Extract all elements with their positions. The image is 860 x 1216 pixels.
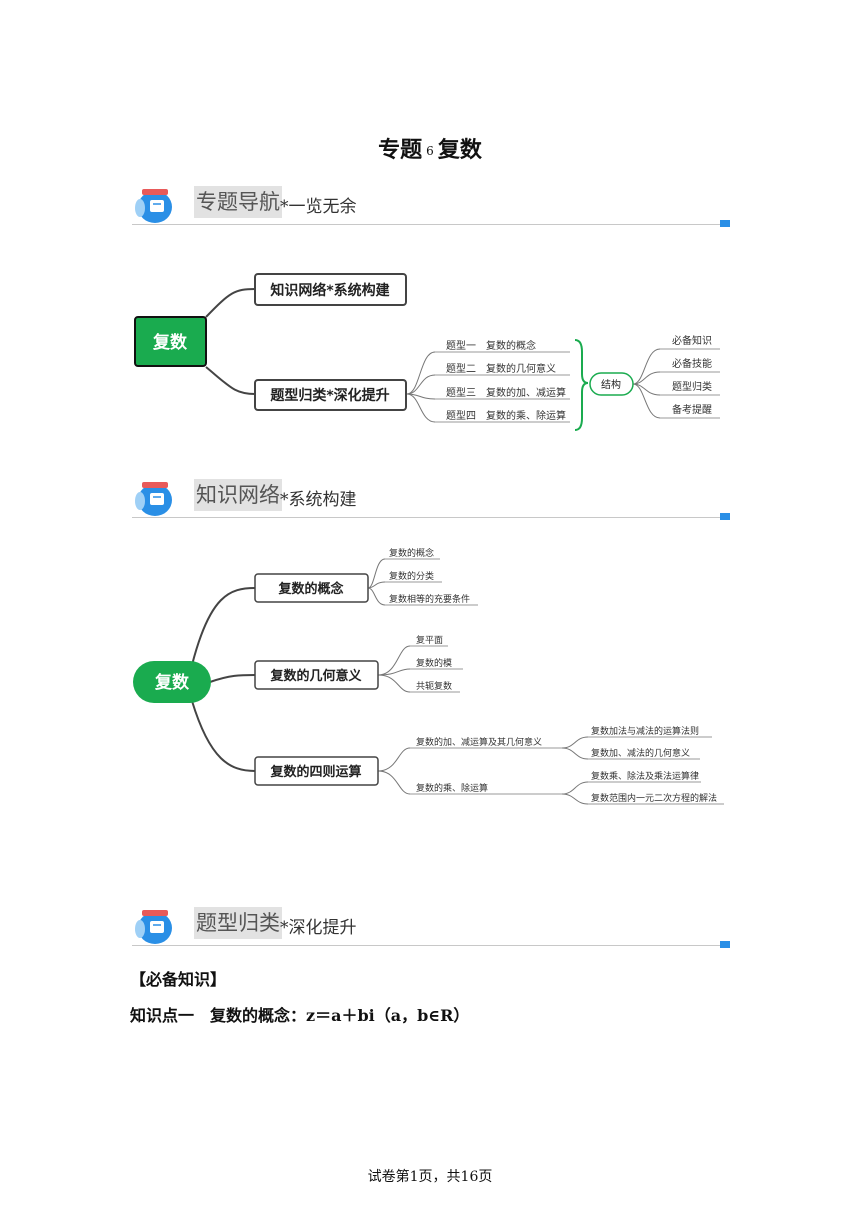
leaf-item: 共轭复数 xyxy=(416,680,452,692)
sub-branch: 复数的乘、除运算 xyxy=(416,782,488,794)
leaf-item: 复数的概念 xyxy=(389,547,434,559)
leaf-item: 复平面 xyxy=(416,634,443,646)
mascot-icon xyxy=(135,482,172,516)
section-sub: *深化提升 xyxy=(280,918,357,938)
body-heading: 【必备知识】 xyxy=(130,970,227,989)
branch-node: 知识网络*系统构建 xyxy=(254,273,407,306)
section-label: 专题导航 xyxy=(194,186,282,218)
branch-label: 复数的四则运算 xyxy=(269,764,361,780)
part-item: 题型归类 xyxy=(672,380,712,393)
leaf-item: 复数加法与减法的运算法则 xyxy=(591,725,699,737)
structure-node: 结构 xyxy=(589,372,634,396)
sub-branch: 复数的加、减运算及其几何意义 xyxy=(416,736,542,748)
branch-label: 复数的概念 xyxy=(277,581,343,597)
section-header-types: 题型归类 *深化提升 xyxy=(130,901,732,951)
leaf-item: 复数相等的充要条件 xyxy=(389,593,470,605)
title-suffix: 复数 xyxy=(437,137,482,163)
section-sub: *一览无余 xyxy=(280,197,357,217)
section-header-nav: 专题导航 *一览无余 xyxy=(130,180,732,230)
branch-label: 知识网络*系统构建 xyxy=(270,282,389,299)
branch-node: 题型归类*深化提升 xyxy=(254,379,407,411)
root-label: 复数 xyxy=(152,332,188,353)
type-item: 题型四 复数的乘、除运算 xyxy=(446,409,566,422)
root-node: 复数 xyxy=(134,316,207,367)
leaf-item: 复数范围内一元二次方程的解法 xyxy=(591,792,717,804)
leaf-item: 复数的分类 xyxy=(389,570,434,582)
title-number: 6 xyxy=(426,144,434,158)
branch-label: 题型归类*深化提升 xyxy=(270,387,389,404)
section-divider xyxy=(132,945,720,946)
knowledge-point: 知识点一 复数的概念：z＝a＋bi（a，b∈R） xyxy=(130,1006,470,1025)
root-node: 复数 xyxy=(133,661,211,703)
section-sub: *系统构建 xyxy=(280,490,357,510)
type-item: 题型一 复数的概念 xyxy=(446,339,536,352)
leaf-item: 复数的模 xyxy=(416,657,452,669)
leaf-item: 复数加、减法的几何意义 xyxy=(591,747,690,759)
section-marker xyxy=(720,941,730,948)
mascot-icon xyxy=(135,910,172,944)
section-divider xyxy=(132,517,720,518)
section-label: 知识网络 xyxy=(194,479,282,511)
part-item: 备考提醒 xyxy=(672,403,712,416)
branch-label: 复数的几何意义 xyxy=(269,668,362,684)
title-prefix: 专题 xyxy=(378,137,423,163)
mindmap-knowledge: 复数 复数的概念 复数的几何意义 复数的四则运算 复数的概念 复数的分类 复数相… xyxy=(133,547,724,805)
root-label: 复数 xyxy=(154,672,190,693)
mascot-icon xyxy=(135,189,172,223)
mindmap-overview: 复数 知识网络*系统构建 题型归类*深化提升 题型一 复数的概念 题型二 复数的… xyxy=(134,273,720,431)
branch-node: 复数的四则运算 xyxy=(254,756,379,786)
structure-label: 结构 xyxy=(601,378,621,391)
page-footer: 试卷第1页，共16页 xyxy=(367,1169,493,1185)
section-marker xyxy=(720,220,730,227)
section-divider xyxy=(132,224,720,225)
leaf-item: 复数乘、除法及乘法运算律 xyxy=(591,770,699,782)
branch-node: 复数的概念 xyxy=(254,573,369,603)
part-item: 必备技能 xyxy=(672,357,712,370)
branch-node: 复数的几何意义 xyxy=(254,660,379,690)
section-marker xyxy=(720,513,730,520)
section-label: 题型归类 xyxy=(194,907,282,939)
type-item: 题型二 复数的几何意义 xyxy=(446,362,556,375)
section-header-network: 知识网络 *系统构建 xyxy=(130,473,732,523)
type-item: 题型三 复数的加、减运算 xyxy=(446,386,566,399)
part-item: 必备知识 xyxy=(672,334,712,347)
